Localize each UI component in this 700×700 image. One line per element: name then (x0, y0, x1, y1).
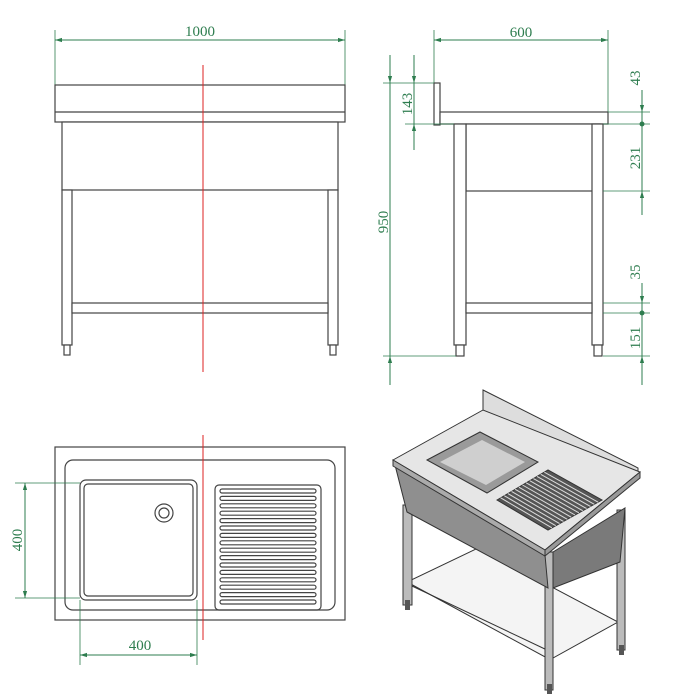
groove (219, 584, 317, 590)
grate-bar (544, 471, 599, 503)
basin-width-dimension: 400 (129, 638, 152, 654)
groove (219, 562, 317, 568)
groove (219, 569, 317, 576)
groove (219, 599, 317, 605)
top-thickness-dimension: 43 (628, 71, 644, 86)
grate-bar (525, 482, 580, 514)
groove (219, 532, 317, 539)
grate-bar (533, 478, 587, 510)
depth-dimension: 600 (510, 25, 533, 41)
grate-bar (540, 473, 595, 505)
groove (219, 525, 317, 531)
groove (219, 554, 317, 561)
shelf-height-dimension: 151 (628, 327, 644, 350)
total-height-dimension: 950 (376, 211, 392, 234)
basin-depth-dimension: 400 (10, 529, 26, 552)
grate-bar (522, 484, 576, 516)
top-view: 400 400 (10, 435, 346, 665)
grate-bar (536, 475, 591, 507)
groove (219, 503, 317, 509)
grate-bar (518, 486, 572, 518)
groove (219, 517, 317, 524)
groove (219, 488, 317, 494)
width-dimension: 1000 (185, 24, 215, 40)
side-view: 600 950 143 43 (376, 25, 650, 385)
drainboard-grooves (219, 488, 317, 605)
groove (219, 510, 317, 516)
groove (219, 577, 317, 583)
groove (219, 540, 317, 546)
isometric-view (391, 389, 641, 694)
backsplash-dimension: 143 (400, 93, 416, 116)
front-view: 1000 (54, 24, 346, 372)
groove (219, 591, 317, 598)
drain-icon (154, 503, 174, 523)
groove (219, 547, 317, 553)
skirt-dimension: 231 (628, 147, 644, 170)
shelf-dimension: 35 (628, 265, 644, 280)
grate-bar (511, 490, 564, 522)
grate-bar (514, 488, 568, 520)
grate-bar (500, 497, 553, 529)
groove (219, 495, 317, 501)
grate-bar (529, 480, 583, 512)
grate-bar (507, 493, 560, 525)
grate-bar (504, 495, 556, 527)
